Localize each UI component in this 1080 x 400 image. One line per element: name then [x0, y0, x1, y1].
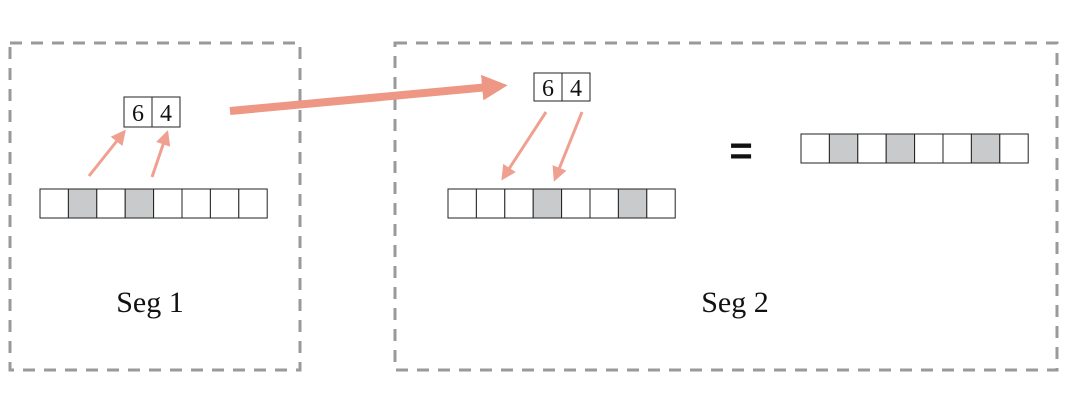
segment-2-cell-2	[504, 188, 534, 219]
segment-1-arrow-left	[87, 129, 126, 177]
segment-1-label: Seg 1	[116, 286, 184, 319]
segment-1-cell-5	[181, 188, 211, 219]
segment-2-cell-6	[617, 188, 648, 219]
result-cell-0	[800, 133, 830, 164]
result-cell-4	[914, 133, 944, 164]
result-cell-row	[800, 133, 1029, 164]
segment-1-cell-2	[96, 188, 126, 219]
segment-1-arrow-right	[150, 130, 171, 178]
result-cell-1	[828, 133, 859, 164]
segment-1-box	[8, 41, 302, 372]
segment-2-digit-1: 4	[570, 76, 582, 102]
segment-2-digit-0: 6	[542, 76, 554, 102]
segment-1-cell-1	[67, 188, 98, 219]
segment-1-digit-cell-1	[151, 96, 181, 128]
segment-1-digit-0: 6	[132, 101, 144, 127]
result-cell-2	[857, 133, 887, 164]
segment-2-cell-4	[561, 188, 591, 219]
result-cell-3	[885, 133, 916, 164]
segment-1-cell-6	[209, 188, 240, 219]
segment-2-cell-7	[646, 188, 676, 219]
result-cell-7	[999, 133, 1029, 164]
segment-1-cell-3	[124, 188, 155, 219]
segment-2-digit-box: 6 4	[533, 72, 591, 102]
segment-1-digit-box: 6 4	[123, 96, 181, 128]
segment-2-arrow-right	[552, 111, 584, 182]
result-cell-6	[970, 133, 1001, 164]
segment-1-cell-7	[238, 188, 268, 219]
transfer-arrow	[229, 74, 508, 115]
segment-2-box	[393, 41, 1059, 372]
segment-1-cell-4	[153, 188, 183, 219]
segment-2-label: Seg 2	[701, 286, 769, 319]
segment-2-cell-1	[475, 188, 506, 219]
result-cell-5	[942, 133, 972, 164]
segment-2-cell-3	[532, 188, 563, 219]
segment-1-digit-1: 4	[160, 101, 172, 127]
segment-1-cell-0	[39, 188, 69, 219]
equals-sign: =	[729, 129, 752, 173]
segment-2-cell-5	[589, 188, 619, 219]
segment-2-digit-cell-1	[561, 72, 591, 102]
segment-2-digit-cell-0	[533, 72, 563, 102]
segment-2-cell-row	[447, 188, 676, 219]
segment-2-cell-0	[447, 188, 477, 219]
segment-2-arrow-left	[501, 111, 548, 181]
segment-1-cell-row	[39, 188, 268, 219]
